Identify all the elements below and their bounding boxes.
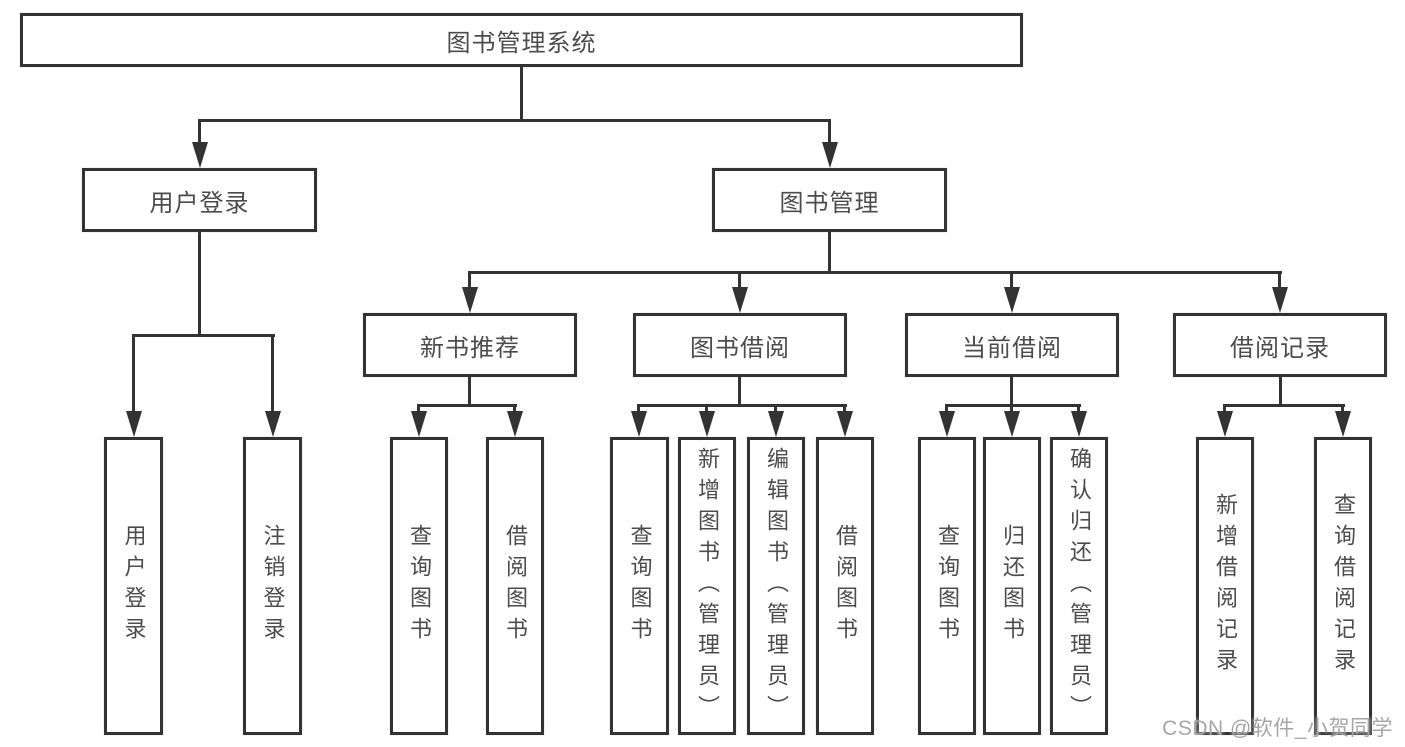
- connector-borrowing-records-rail: [1223, 404, 1345, 407]
- connector-book-borrowing-stem: [738, 377, 741, 407]
- leaf-borrow-books-recommend: 借阅图书: [486, 437, 544, 735]
- arrowhead-down-query-books-1: [411, 411, 427, 437]
- node-current-borrowing: 当前借阅: [905, 313, 1119, 377]
- connector-borrowing-records-stem: [1279, 375, 1282, 407]
- arrowhead-down-book-management: [822, 142, 838, 168]
- connector-book-management-rail: [468, 271, 1282, 274]
- connector-user-login-stem: [198, 232, 201, 337]
- arrowhead-down-borrow-books-1: [507, 411, 523, 437]
- connector-current-borrowing-arm-1: [945, 404, 948, 413]
- connector-book-borrowing-rail: [637, 404, 847, 407]
- arrowhead-down-query-books-2: [631, 411, 647, 437]
- connector-root-stem: [520, 67, 523, 121]
- node-book-management: 图书管理: [712, 168, 947, 232]
- leaf-borrow-books-borrowing: 借阅图书: [816, 437, 874, 735]
- leaf-add-borrow-record: 新增借阅记录: [1196, 437, 1254, 735]
- csdn-watermark: CSDN @软件_小贺同学: [1162, 717, 1393, 740]
- node-borrowing-records: 借阅记录: [1173, 313, 1387, 377]
- connector-user-login-arm-2: [271, 334, 274, 413]
- connector-root-arm-left: [198, 119, 201, 144]
- arrowhead-down-book-borrowing: [732, 287, 748, 313]
- connector-arm-new-book: [468, 271, 471, 289]
- connector-arm-book-borrowing: [738, 271, 741, 289]
- leaf-add-book-admin: 新增图书（管理员）: [678, 437, 736, 735]
- connector-arm-current-borrowing: [1010, 271, 1013, 289]
- node-user-login: 用户登录: [82, 168, 317, 232]
- connector-book-borrowing-arm-2: [705, 404, 708, 413]
- leaf-query-books-recommend: 查询图书: [390, 437, 448, 735]
- connector-new-book-arm-2: [513, 404, 516, 413]
- connector-current-borrowing-arm-2: [1010, 404, 1013, 413]
- arrowhead-down-user-login: [192, 142, 208, 168]
- arrowhead-down-confirm-return: [1071, 411, 1087, 437]
- connector-book-management-stem: [828, 232, 831, 274]
- connector-root-rail: [198, 119, 831, 122]
- connector-current-borrowing-stem: [1010, 377, 1013, 407]
- arrowhead-down-add-book: [699, 411, 715, 437]
- connector-current-borrowing-arm-3: [1077, 404, 1080, 413]
- node-new-book-recommendation: 新书推荐: [363, 313, 577, 377]
- node-library-system-root: 图书管理系统: [20, 13, 1023, 67]
- arrowhead-down-leaf-user-login: [126, 411, 142, 437]
- leaf-query-books-borrowing: 查询图书: [610, 437, 669, 735]
- connector-arm-borrowing-records: [1278, 271, 1281, 289]
- arrowhead-down-edit-book: [768, 411, 784, 437]
- connector-root-arm-right: [828, 119, 831, 144]
- leaf-user-login: 用户登录: [104, 437, 163, 735]
- arrowhead-down-query-record: [1335, 411, 1351, 437]
- connector-book-borrowing-arm-3: [774, 404, 777, 413]
- connector-user-login-rail: [132, 334, 275, 337]
- connector-user-login-arm-1: [132, 334, 135, 413]
- arrowhead-down-borrow-books-2: [837, 411, 853, 437]
- leaf-query-books-current: 查询图书: [918, 437, 976, 735]
- leaf-confirm-return-admin: 确认归还（管理员）: [1050, 437, 1108, 735]
- connector-new-book-stem: [468, 377, 471, 407]
- connector-borrowing-records-arm-2: [1341, 404, 1344, 413]
- arrowhead-down-return-books: [1004, 411, 1020, 437]
- leaf-logout: 注销登录: [243, 437, 302, 735]
- leaf-query-borrow-record: 查询借阅记录: [1314, 437, 1372, 735]
- arrowhead-down-query-books-3: [939, 411, 955, 437]
- arrowhead-down-leaf-logout: [265, 411, 281, 437]
- arrowhead-down-new-book: [462, 287, 478, 313]
- arrowhead-down-add-record: [1217, 411, 1233, 437]
- connector-current-borrowing-rail: [945, 404, 1081, 407]
- arrowhead-down-borrowing-records: [1272, 287, 1288, 313]
- node-book-borrowing: 图书借阅: [633, 313, 847, 377]
- connector-borrowing-records-arm-1: [1223, 404, 1226, 413]
- connector-new-book-arm-1: [417, 404, 420, 413]
- leaf-return-books: 归还图书: [983, 437, 1041, 735]
- connector-book-borrowing-arm-1: [637, 404, 640, 413]
- leaf-edit-book-admin: 编辑图书（管理员）: [747, 437, 805, 735]
- connector-new-book-rail: [417, 404, 517, 407]
- connector-book-borrowing-arm-4: [843, 404, 846, 413]
- arrowhead-down-current-borrowing: [1004, 287, 1020, 313]
